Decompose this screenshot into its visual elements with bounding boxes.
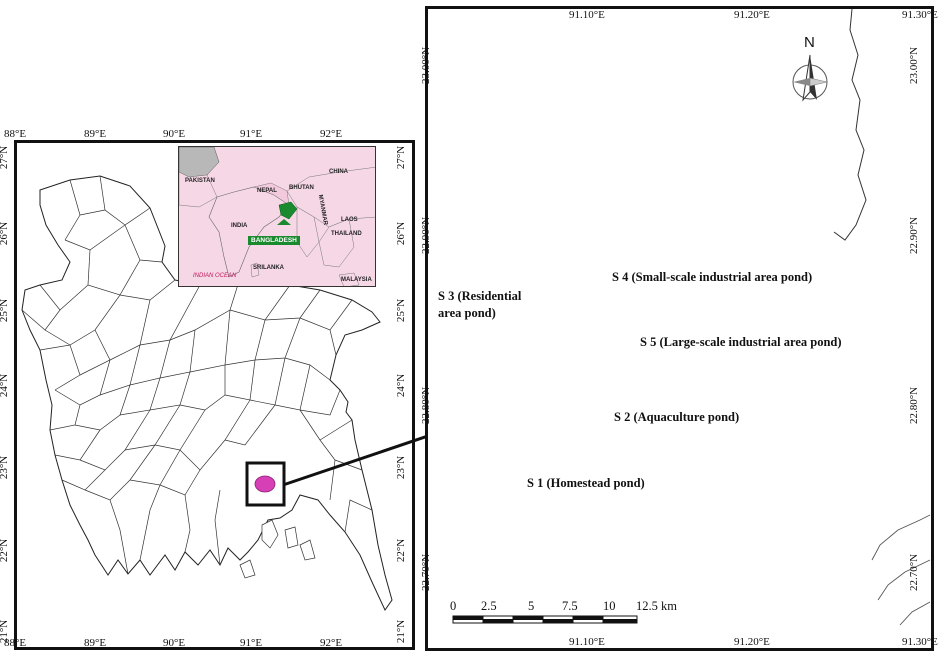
rm-left-tick-1: 23.00°N [420,46,433,85]
rm-bottom-tick-1: 91.10°E [569,636,605,648]
left-top-tick-91: 91°E [240,128,263,140]
rm-top-tick-1: 91.10°E [569,9,605,21]
scale-label-7-5: 7.5 [562,599,578,613]
inset-label-pakistan: PAKISTAN [185,178,215,184]
coast-contour-3 [899,601,931,626]
left-bottom-tick-92: 92°E [320,637,343,649]
inset-label-malaysia: MALAYSIA [341,277,372,283]
coast-contour-2 [877,559,931,601]
site-label-s1: S 1 (Homestead pond) [527,476,645,490]
scale-label-5: 5 [528,599,535,613]
inset-label-china: CHINA [329,169,348,175]
left-top-tick-92: 92°E [320,128,343,140]
left-bottom-tick-88: 88°E [4,637,27,649]
bangladesh-badge: BANGLADESH [248,236,300,245]
rm-right-tick-1: 23.00°N [908,46,921,85]
north-arrow-icon [792,54,828,102]
left-top-tick-90: 90°E [163,128,186,140]
scale-label-12-5-km: 12.5 km [636,599,677,613]
inset-label-srilanka: SRILANKA [253,265,284,271]
coast-contour-1 [871,514,931,561]
left-top-tick-89: 89°E [84,128,107,140]
rm-right-tick-4: 22.70°N [908,553,921,592]
bangladesh-outline [21,175,393,611]
inset-label-bhutan: BHUTAN [289,185,314,191]
site-label-s4: S 4 (Small-scale industrial area pond) [612,270,813,284]
inset-label-india: INDIA [231,223,248,229]
left-bottom-tick-91: 91°E [240,637,263,649]
left-bottom-tick-89: 89°E [84,637,107,649]
inset-label-thailand: THAILAND [331,231,362,237]
left-bottom-tick-90: 90°E [163,637,186,649]
rm-top-tick-3: 91.30°E [902,9,938,21]
rm-top-tick-2: 91.20°E [734,9,770,21]
site-label-s5: S 5 (Large-scale industrial area pond) [640,335,842,349]
rm-left-tick-3: 22.80°N [420,386,433,425]
study-area-map-frame [425,6,934,651]
rm-bottom-tick-2: 91.20°E [734,636,770,648]
rm-left-tick-2: 22.90°N [420,216,433,255]
rm-right-tick-3: 22.80°N [908,386,921,425]
inset-label-indian-ocean: INDIAN OCEAN [193,273,237,279]
inset-map [179,147,375,286]
rm-bottom-tick-3: 91.30°E [902,636,938,648]
site-label-s3: S 3 (Residential [438,289,522,303]
south-asia-inset: PAKISTAN CHINA NEPAL BHUTAN INDIA MYANMA… [178,146,376,287]
scale-bar [452,615,638,624]
scale-label-10: 10 [603,599,616,613]
site-label-s3-line2: area pond) [438,306,496,320]
inset-label-nepal: NEPAL [257,188,277,194]
north-label: N [804,34,815,51]
inset-label-laos: LAOS [341,217,358,223]
study-area-marker [254,475,276,493]
left-top-tick-88: 88°E [4,128,27,140]
district-boundary [833,8,867,241]
site-label-s2: S 2 (Aquaculture pond) [614,410,740,424]
scale-label-0: 0 [450,599,457,613]
rm-left-tick-4: 22.70°N [420,553,433,592]
rm-right-tick-2: 22.90°N [908,216,921,255]
scale-label-2-5: 2.5 [481,599,497,613]
